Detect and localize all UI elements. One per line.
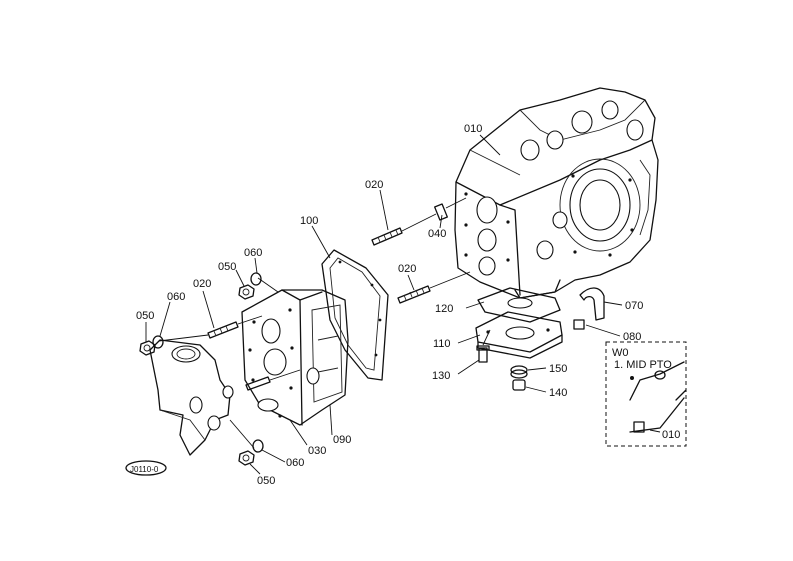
callout-020-top: 020	[365, 179, 383, 191]
nut-050-bottom	[238, 450, 255, 466]
callout-130: 130	[432, 370, 450, 382]
bolt-080	[573, 319, 585, 330]
callout-060-bottom: 060	[286, 457, 304, 469]
callout-080: 080	[623, 331, 641, 343]
callout-020-mid: 020	[398, 263, 416, 275]
callout-070: 070	[625, 300, 643, 312]
stud-020-left	[207, 321, 239, 339]
washer-060-left	[152, 335, 164, 349]
callout-040: 040	[428, 228, 446, 240]
callout-020-left: 020	[193, 278, 211, 290]
washer-060-top	[250, 272, 262, 286]
housing-030	[241, 289, 349, 426]
callout-050-top: 050	[218, 261, 236, 273]
callout-060-left: 060	[167, 291, 185, 303]
bolt-130	[476, 345, 490, 363]
callout-060-top: 060	[244, 247, 262, 259]
washer-060-bottom	[252, 439, 264, 453]
stud-020-lower	[245, 376, 271, 391]
gasket-120	[477, 287, 561, 323]
callout-110: 110	[433, 338, 451, 350]
callout-labels: 010 020 100 040 060 050 020 020 060 050 …	[136, 123, 643, 487]
callout-050-bottom: 050	[257, 475, 275, 487]
inset-part-label: 010	[662, 429, 680, 441]
inset-mid-pto: W0 1. MID PTO 010	[605, 341, 687, 447]
callout-090: 090	[333, 434, 351, 446]
assembly-lines	[158, 197, 491, 449]
callout-010-main: 010	[464, 123, 482, 135]
callout-050-left: 050	[136, 310, 154, 322]
nut-050-top	[238, 284, 255, 300]
drawing-code: J0110-0	[130, 465, 159, 474]
callout-030: 030	[308, 445, 326, 457]
pin-040	[434, 203, 448, 221]
front-housing	[149, 339, 234, 456]
cover-110	[475, 311, 563, 359]
stud-020-mid	[397, 285, 431, 304]
inset-line2: 1. MID PTO	[614, 359, 672, 371]
callout-leaders	[145, 134, 623, 475]
callout-120: 120	[435, 303, 453, 315]
inset-line1: W0	[612, 347, 629, 359]
nut-050-left	[139, 340, 156, 356]
plug-150	[510, 365, 528, 379]
pipe-070	[579, 287, 605, 321]
plug-140	[512, 379, 526, 391]
callout-140: 140	[549, 387, 567, 399]
callout-100: 100	[300, 215, 318, 227]
drawing-code-badge: J0110-0	[125, 460, 167, 476]
callout-150: 150	[549, 363, 567, 375]
stud-020-top	[371, 227, 403, 246]
gasket-100	[321, 249, 389, 381]
transmission-case-010	[454, 87, 659, 299]
